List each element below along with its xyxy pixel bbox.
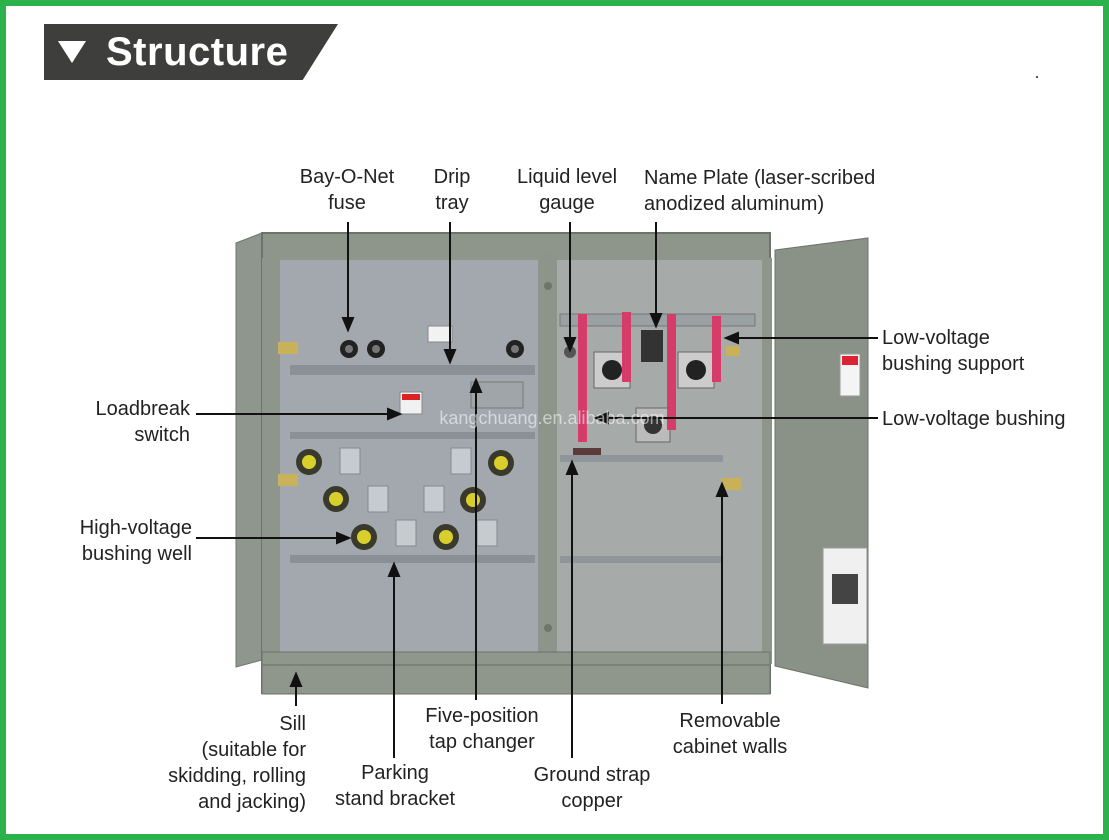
- left-door: [235, 232, 263, 668]
- stray-dot: [1036, 76, 1038, 78]
- name-plate: [641, 330, 663, 362]
- watermark: kangchuang.en.alibaba.com: [439, 408, 664, 428]
- label-lv-bushing: Low-voltage bushing: [882, 408, 1066, 430]
- center-divider: [538, 254, 557, 664]
- parking-shelf: [290, 555, 535, 563]
- cabinet-top: [262, 233, 770, 265]
- cabinet-left-frame: [262, 258, 280, 664]
- cabinet-sill: [261, 651, 771, 695]
- down-triangle-icon: [58, 41, 86, 63]
- banner-title: Structure: [106, 30, 289, 74]
- structure-banner: Structure: [44, 24, 338, 80]
- drip-tray-shelf: [290, 365, 535, 375]
